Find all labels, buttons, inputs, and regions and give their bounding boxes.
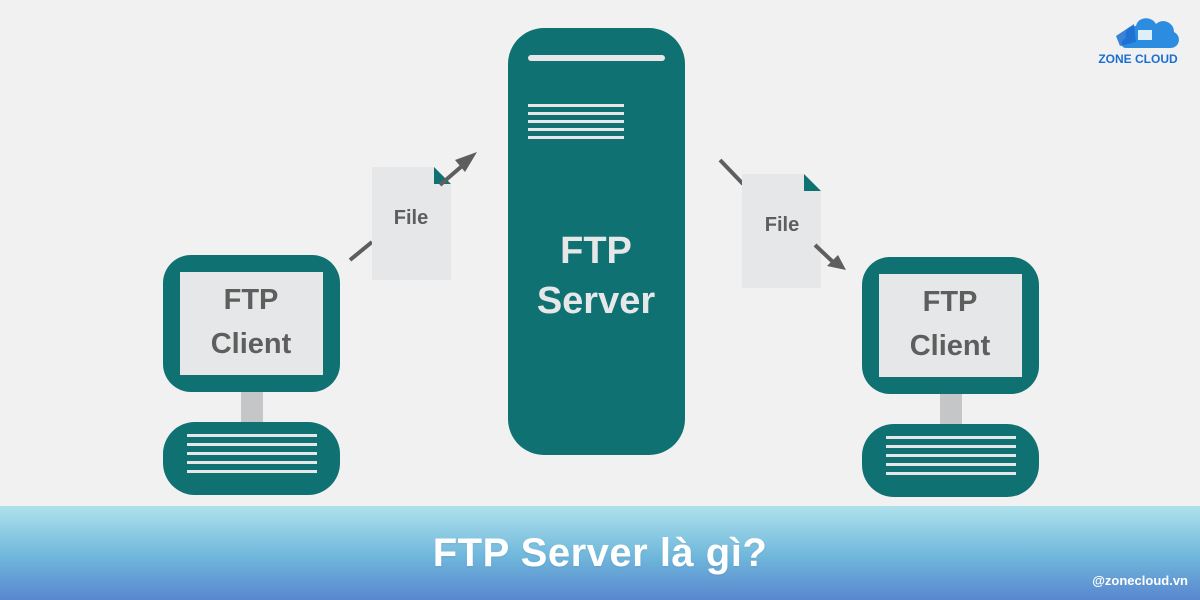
- brand-name: ZONE CLOUD: [1098, 52, 1178, 66]
- banner-title: FTP Server là gì?: [432, 530, 768, 575]
- client-label-line2: Client: [211, 328, 292, 360]
- client-label-line2: Client: [910, 330, 991, 362]
- cloud-icon: [1116, 18, 1179, 48]
- file-corner-fold: [804, 174, 821, 191]
- arrow-head-icon: [455, 152, 477, 172]
- server-label-line2: Server: [537, 280, 656, 322]
- monitor-stand: [940, 394, 962, 424]
- server-slot: [528, 55, 665, 61]
- keyboard-body: [862, 424, 1039, 497]
- ftp-client-left: FTP Client: [163, 255, 340, 495]
- server-label-line1: FTP: [560, 230, 632, 272]
- arrow-segment: [348, 240, 374, 262]
- keyboard-keys: [187, 434, 317, 473]
- server-body: [508, 28, 685, 455]
- ftp-client-right: FTP Client: [862, 257, 1039, 497]
- monitor-screen: [180, 272, 323, 375]
- file-transfer-right: File: [718, 158, 846, 288]
- title-banner: FTP Server là gì? @zonecloud.vn: [0, 506, 1200, 600]
- arrow-segment: [718, 158, 745, 186]
- monitor-stand: [241, 392, 263, 422]
- client-label-line1: FTP: [923, 286, 978, 318]
- client-label-line1: FTP: [224, 284, 279, 316]
- file-document-icon: [742, 174, 821, 288]
- ftp-diagram: FTP Server FTP Client FTP Client: [163, 28, 1039, 497]
- server-vent-lines: [528, 104, 624, 139]
- file-label: File: [394, 207, 428, 229]
- ftp-server: FTP Server: [508, 28, 685, 455]
- keyboard-keys: [886, 436, 1016, 475]
- monitor-screen: [879, 274, 1022, 377]
- file-transfer-left: File: [348, 152, 477, 280]
- file-document-icon: [372, 167, 451, 280]
- keyboard-body: [163, 422, 340, 495]
- brand-logo: ZONE CLOUD: [1088, 14, 1188, 74]
- arrow-head-icon: [827, 255, 846, 270]
- file-label: File: [765, 214, 799, 236]
- arrow-segment: [813, 243, 835, 264]
- social-handle: @zonecloud.vn: [1092, 573, 1188, 588]
- arrow-segment: [438, 164, 464, 187]
